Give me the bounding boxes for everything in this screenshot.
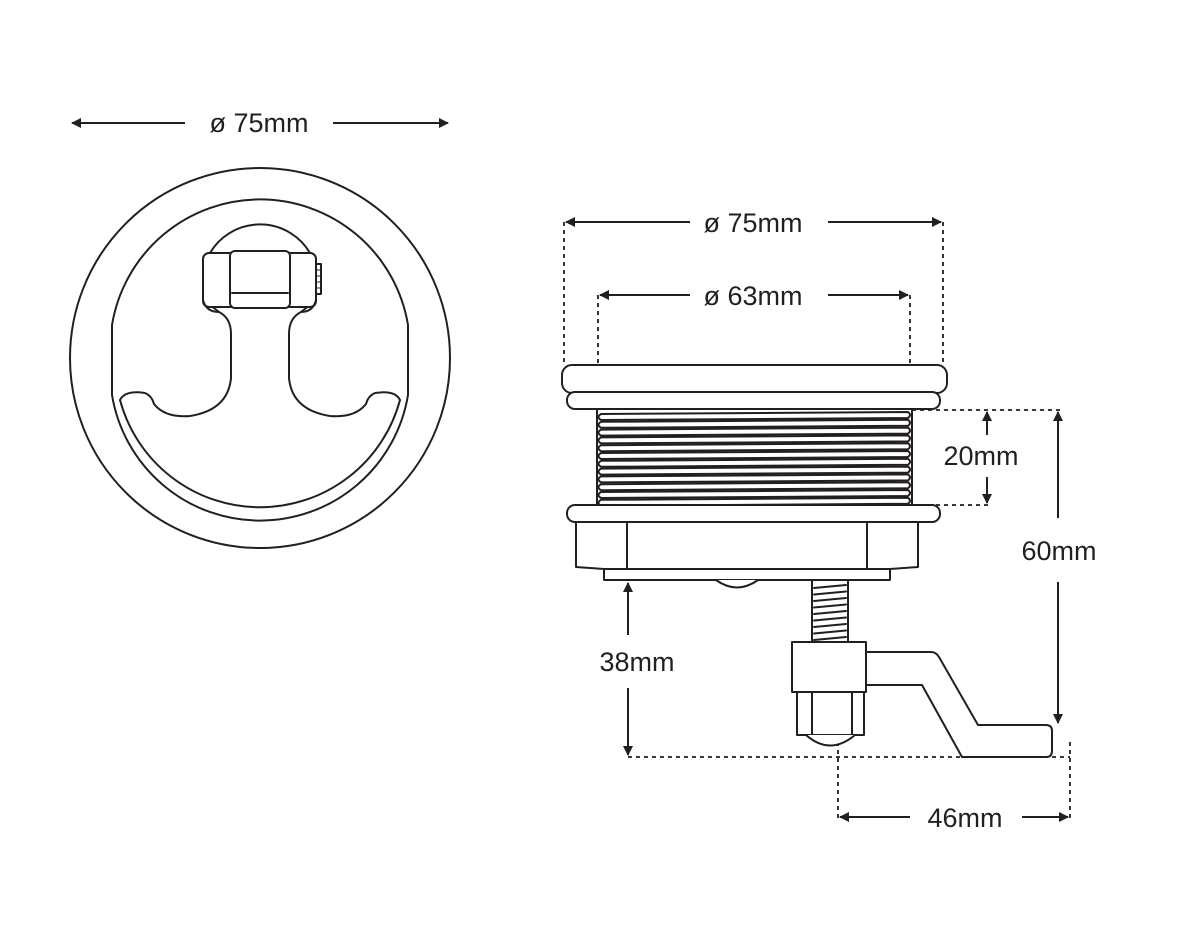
thread-ridge: [597, 418, 911, 429]
handle-dome: [209, 223, 311, 254]
bolt-thread: [813, 610, 847, 615]
thread-ridge: [597, 465, 911, 476]
thread-ridge: [597, 489, 911, 499]
cam-block: [791, 641, 867, 693]
cam-reach-label: 46mm: [927, 803, 1002, 833]
thread-diameter-label: ø 63mm: [703, 281, 802, 311]
bolt-thread: [813, 603, 847, 609]
outer-bezel: [69, 167, 451, 549]
front-diameter-dimension: ø 75mm: [71, 108, 449, 138]
thread-ridge: [597, 442, 911, 453]
cam-nut: [796, 691, 865, 736]
yoke-neck: [202, 299, 317, 313]
side-view: ø 75mm ø 63mm 20mm 60mm 38mm 46mm: [561, 208, 1097, 833]
thread-ridge: [597, 473, 911, 484]
top-flange: [561, 364, 948, 394]
pivot-pin-icon: [315, 263, 322, 295]
bolt-thread: [813, 584, 847, 589]
pull-handle: [119, 304, 401, 418]
front-diameter-label: ø 75mm: [209, 108, 308, 138]
under-depth-label: 38mm: [599, 647, 674, 677]
thread-length-label: 20mm: [943, 441, 1018, 471]
bolt-thread: [813, 623, 847, 628]
thread-ridge: [597, 450, 911, 460]
lower-rim-band: [119, 399, 401, 509]
bolt-end: [805, 734, 856, 747]
locking-ring: [566, 504, 941, 523]
bolt-thread: [813, 590, 847, 596]
base-plate: [603, 568, 891, 581]
bolt-thread: [813, 597, 847, 602]
thread-ridge: [597, 411, 911, 421]
front-view: ø 75mm: [69, 108, 451, 549]
handle-pivot-block: [229, 250, 291, 309]
total-height-label: 60mm: [1021, 536, 1096, 566]
bolt-thread: [813, 616, 847, 622]
thread-ridge: [597, 457, 911, 468]
thread-lines: [597, 411, 911, 507]
outer-diameter-label: ø 75mm: [703, 208, 802, 238]
cam-arm: [865, 651, 1053, 758]
bolt-thread: [813, 636, 847, 641]
inner-recess: [111, 198, 409, 522]
thread-ridge: [597, 496, 911, 507]
pin-knurl: [315, 269, 322, 289]
thread-ridge: [597, 434, 911, 445]
bolt-thread-lines: [813, 584, 847, 641]
flange-ring: [566, 391, 941, 410]
thread-ridge: [597, 426, 911, 437]
dome-stud: [715, 579, 759, 589]
bolt-thread: [813, 629, 847, 635]
thread-ridge: [597, 481, 911, 492]
